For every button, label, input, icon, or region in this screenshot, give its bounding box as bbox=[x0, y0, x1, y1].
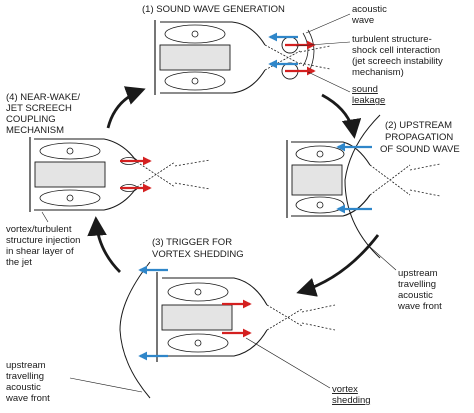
nozzle-stage-1 bbox=[154, 20, 331, 95]
stage-2-title-line-2: PROPAGATION bbox=[385, 132, 453, 143]
leader-s1-wave bbox=[305, 13, 351, 34]
vortex-injection-label-line-1: vortex/turbulent bbox=[6, 224, 72, 235]
wave-front-right-label-line-2: travelling bbox=[398, 279, 436, 290]
nozzle-stage-3 bbox=[119, 261, 336, 399]
leader-s2-front bbox=[369, 246, 397, 271]
vortex-injection-label-line-3: in shear layer of bbox=[6, 246, 74, 257]
acoustic-wave-label-line-2: wave bbox=[351, 15, 374, 26]
wave-front-right-label-line-1: upstream bbox=[398, 268, 438, 279]
stage-3-title-line-1: (3) TRIGGER FOR bbox=[152, 237, 232, 248]
leader-s3-front bbox=[69, 377, 143, 393]
cycle-arrow-1-to-2 bbox=[321, 93, 362, 139]
leader-s1-leak bbox=[307, 71, 351, 93]
sound-leakage-label-line-2: leakage bbox=[352, 95, 385, 106]
vortex-shedding-label-line-2: shedding bbox=[332, 395, 371, 406]
stage-3-title-line-2: VORTEX SHEDDING bbox=[152, 249, 244, 260]
wave-front-left-label-line-4: wave front bbox=[5, 393, 50, 404]
wave-front-left-label-line-3: acoustic bbox=[6, 382, 41, 393]
cycle-arrow-3-to-4 bbox=[87, 216, 121, 273]
leader-s1-shock bbox=[295, 41, 351, 47]
stage-4-title-line-3: COUPLING bbox=[6, 114, 56, 125]
stage-4-title-line-1: (4) NEAR-WAKE/ bbox=[6, 92, 80, 103]
nozzle-stage-4 bbox=[29, 137, 211, 212]
leader-s4-injection bbox=[41, 211, 49, 223]
cycle-arrow-4-to-1 bbox=[106, 86, 146, 129]
stage-1-title: (1) SOUND WAVE GENERATION bbox=[142, 4, 285, 15]
wave-front-left-label-line-1: upstream bbox=[6, 360, 46, 371]
shock-cell-label-line-3: (jet screech instability bbox=[352, 56, 443, 67]
vortex-injection-label-line-2: structure injection bbox=[6, 235, 80, 246]
vortex-injection-label-line-4: the jet bbox=[6, 257, 32, 268]
vortex-shedding-label-line-1: vortex bbox=[332, 384, 358, 395]
shock-cell-label-line-1: turbulent structure- bbox=[352, 34, 432, 45]
stage-4-title-line-4: MECHANISM bbox=[6, 125, 64, 136]
cycle-arrow-2-to-3 bbox=[296, 234, 380, 297]
stage-2-title-line-1: (2) UPSTREAM bbox=[385, 120, 452, 131]
sound-leakage-label-line-1: sound bbox=[352, 84, 378, 95]
leader-s3-shedding bbox=[245, 337, 331, 389]
wave-front-left-label-line-2: travelling bbox=[6, 371, 44, 382]
wave-front-right-label-line-4: wave front bbox=[397, 301, 442, 312]
wave-front-right-label-line-3: acoustic bbox=[398, 290, 433, 301]
acoustic-wave-label-line-1: acoustic bbox=[352, 4, 387, 15]
shock-cell-label-line-4: mechanism) bbox=[352, 67, 404, 78]
stage-2-title-line-3: OF SOUND WAVE bbox=[380, 144, 460, 155]
stage-4-title-line-2: JET SCREECH bbox=[6, 103, 72, 114]
shock-cell-label-line-2: shock cell interaction bbox=[352, 45, 440, 56]
